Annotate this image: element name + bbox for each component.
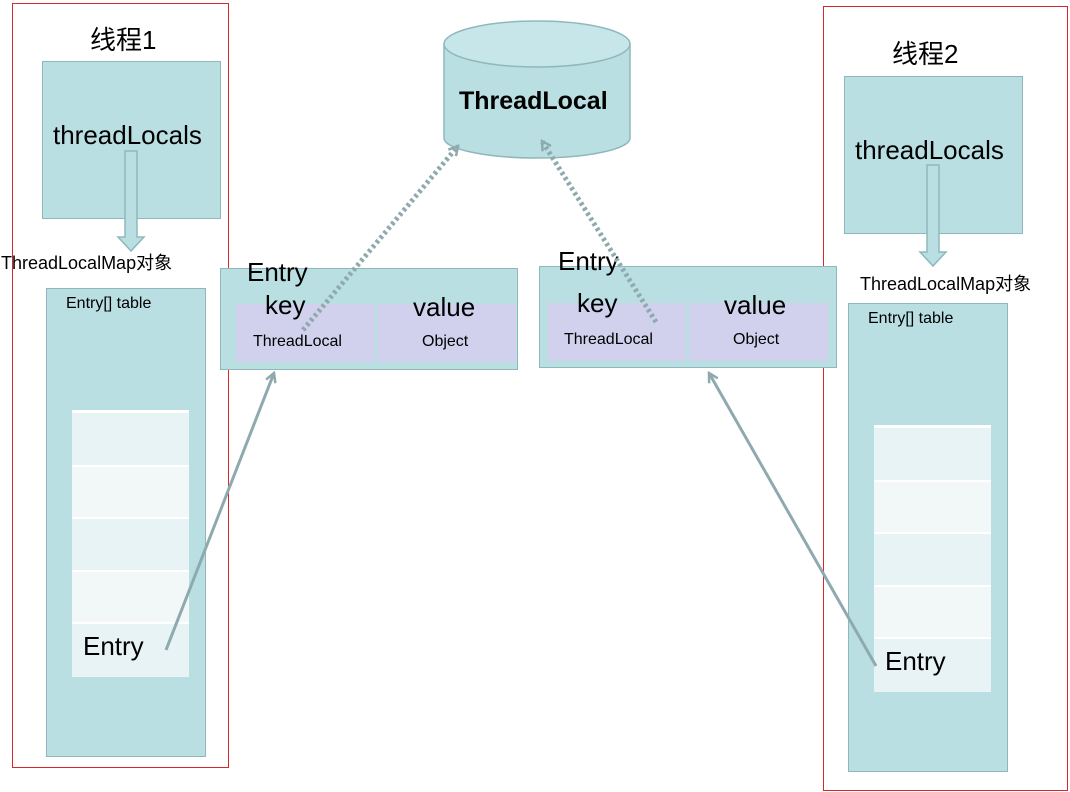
thread1-entry-arrow	[164, 373, 274, 651]
thread2-entry-label: Entry	[885, 646, 946, 676]
thread2-entry-arrow	[707, 373, 878, 667]
thread1-frame	[12, 3, 229, 768]
thread1-table-label: Entry[] table	[66, 295, 152, 312]
entry-right-key-header: key	[577, 288, 618, 318]
key-to-threadlocal-right-arrow	[539, 141, 659, 324]
entry-right-key-cell	[548, 303, 686, 361]
table-cell	[874, 428, 991, 482]
entry-right-value-value: Object	[733, 331, 780, 348]
table-cell	[874, 358, 991, 428]
entry-right-value-header: value	[724, 290, 787, 320]
key-to-threadlocal-left-arrow	[301, 146, 460, 332]
table-cell	[874, 587, 991, 639]
entry-right-value-cell	[689, 303, 828, 361]
threadlocal-cylinder	[443, 20, 631, 159]
threadlocal-label: ThreadLocal	[459, 87, 608, 115]
entry-left-value-header: value	[413, 292, 476, 322]
table-cell	[72, 519, 189, 572]
table-cell	[874, 482, 991, 534]
table-cell	[874, 534, 991, 587]
table-cell	[72, 413, 189, 467]
table-cell	[874, 639, 991, 692]
thread1-title: 线程1	[90, 25, 157, 55]
thread2-title: 线程2	[892, 39, 959, 69]
entry-left-key-cell	[236, 304, 375, 362]
table-cell	[72, 624, 189, 677]
entry-right-title: Entry	[558, 246, 619, 276]
entry-left-value-value: Object	[422, 333, 469, 350]
thread2-threadlocals-label: threadLocals	[855, 135, 1004, 165]
thread1-entry-label: Entry	[83, 631, 144, 661]
thread2-frame	[823, 6, 1068, 791]
entry-left-key-header: key	[265, 290, 306, 320]
table-cell	[72, 572, 189, 624]
thread2-table-label: Entry[] table	[868, 310, 954, 327]
table-cell	[72, 467, 189, 519]
thread1-map-label: ThreadLocalMap对象	[1, 253, 173, 273]
thread2-table-cells	[874, 358, 991, 692]
entry-left-value-cell	[378, 304, 516, 362]
entry-right-key-value: ThreadLocal	[564, 331, 653, 348]
thread2-map-label: ThreadLocalMap对象	[860, 274, 1032, 294]
entry-left-title: Entry	[247, 257, 308, 287]
thread1-table-cells	[72, 343, 189, 677]
entry-left-key-value: ThreadLocal	[253, 333, 342, 350]
thread2-down-arrow-icon	[918, 164, 948, 268]
thread1-down-arrow-icon	[116, 150, 146, 253]
table-cell	[72, 343, 189, 413]
thread1-threadlocals-label: threadLocals	[53, 120, 202, 150]
